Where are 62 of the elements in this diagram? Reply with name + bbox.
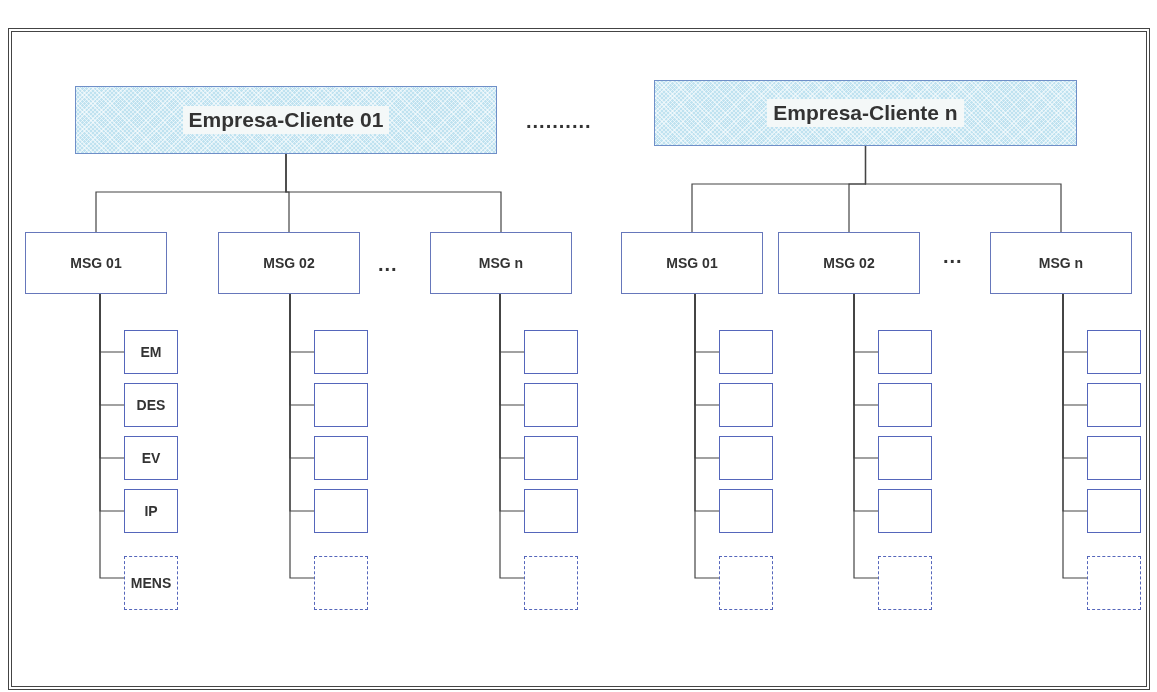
connector-line xyxy=(499,293,525,579)
dashed-box xyxy=(878,556,932,610)
empty-box xyxy=(1087,330,1141,374)
empty-box xyxy=(878,489,932,533)
field-box xyxy=(124,436,178,480)
client-title: Empresa-Cliente 01 xyxy=(182,106,390,134)
empty-box xyxy=(719,489,773,533)
message-box xyxy=(990,232,1132,294)
box-label: MSG 02 xyxy=(823,255,875,271)
connector-line xyxy=(99,293,125,579)
empty-box xyxy=(719,436,773,480)
dashed-box xyxy=(719,556,773,610)
field-box xyxy=(124,330,178,374)
ellipsis-text: ... xyxy=(943,245,963,268)
message-box xyxy=(218,232,360,294)
message-box xyxy=(430,232,572,294)
box-label: MSG n xyxy=(1038,255,1084,271)
dashed-box xyxy=(314,556,368,610)
box-label: EM xyxy=(140,344,162,360)
box-label: EV xyxy=(141,450,161,466)
box-label: MSG 01 xyxy=(666,255,718,271)
field-box xyxy=(124,383,178,427)
empty-box xyxy=(719,330,773,374)
empty-box xyxy=(878,436,932,480)
box-label: MSG 01 xyxy=(70,255,122,271)
empty-box xyxy=(1087,436,1141,480)
client-title: Empresa-Cliente n xyxy=(767,99,964,127)
dashed-box xyxy=(124,556,178,610)
empty-box xyxy=(1087,383,1141,427)
box-label: DES xyxy=(136,397,166,413)
ellipsis-text: ... xyxy=(378,253,398,276)
connector-line xyxy=(289,293,315,579)
empty-box xyxy=(524,383,578,427)
ellipsis-text: .......... xyxy=(526,110,592,133)
connector-line xyxy=(1062,293,1088,579)
connector-line xyxy=(853,293,879,579)
empty-box xyxy=(314,383,368,427)
client-box xyxy=(654,80,1077,146)
connector-line xyxy=(285,153,502,233)
field-box xyxy=(124,489,178,533)
empty-box xyxy=(524,436,578,480)
empty-box xyxy=(1087,489,1141,533)
message-box xyxy=(621,232,763,294)
box-label: MSG n xyxy=(478,255,524,271)
message-box xyxy=(778,232,920,294)
box-label: MSG 02 xyxy=(263,255,315,271)
connector-line xyxy=(694,293,720,579)
dashed-box xyxy=(524,556,578,610)
box-label: IP xyxy=(144,503,158,519)
empty-box xyxy=(878,383,932,427)
empty-box xyxy=(314,330,368,374)
empty-box xyxy=(719,383,773,427)
empty-box xyxy=(524,330,578,374)
empty-box xyxy=(314,436,368,480)
empty-box xyxy=(878,330,932,374)
connector-line xyxy=(864,145,1062,233)
box-label: MENS xyxy=(130,575,172,591)
dashed-box xyxy=(1087,556,1141,610)
client-box xyxy=(75,86,497,154)
empty-box xyxy=(314,489,368,533)
message-box xyxy=(25,232,167,294)
empty-box xyxy=(524,489,578,533)
